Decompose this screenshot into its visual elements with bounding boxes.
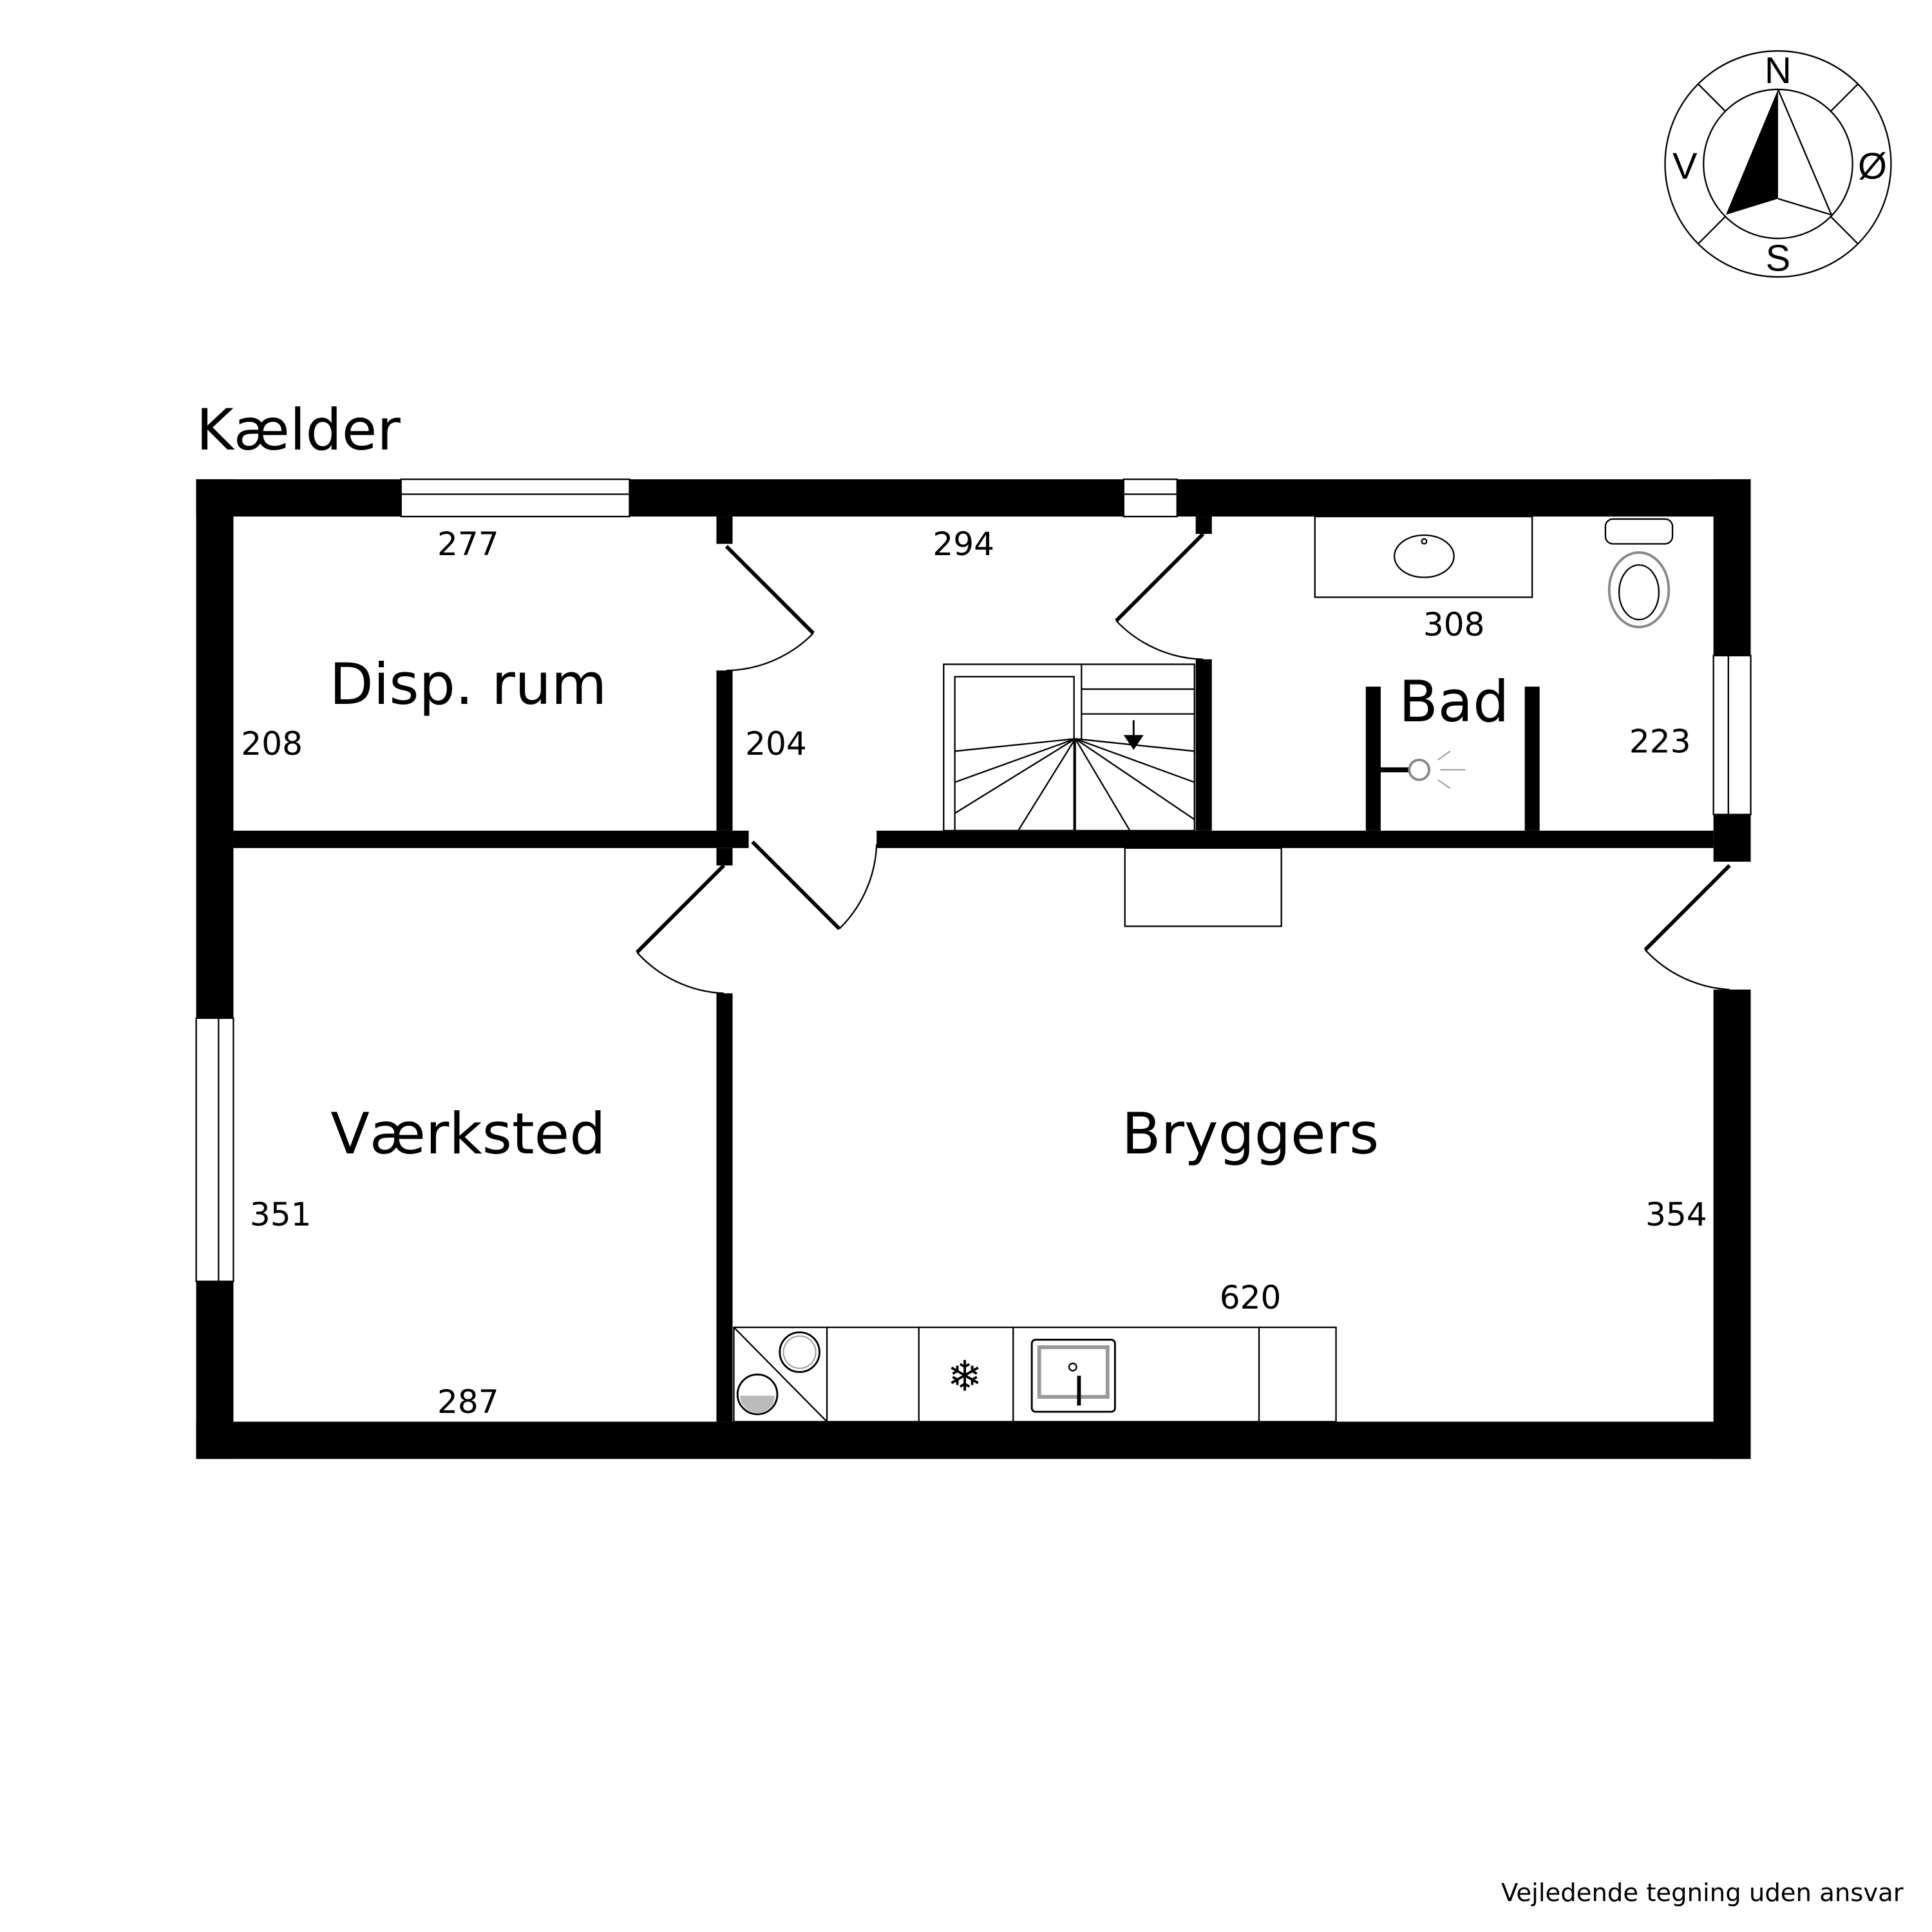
room-label-bryggers: Bryggers [1122,1101,1379,1167]
dimension-label: 308 [1423,605,1485,643]
freezer-icon: ❄ [947,1352,983,1401]
room-label-vaerksted: Værksted [330,1101,605,1167]
stair-arrow-icon [1123,735,1144,750]
shower-icon [1380,750,1466,790]
compass: N S Ø V [1664,50,1892,279]
compass-south: S [1766,238,1791,279]
dimension-label: 208 [241,724,303,762]
kitchen-counter: ❄ [733,1326,1337,1423]
compass-north: N [1765,50,1792,91]
cabinet [1124,847,1282,927]
room-label-bad: Bad [1399,668,1509,735]
toilet-icon [1604,518,1674,629]
dimension-label: 204 [745,724,807,762]
dryer-icon [779,1331,820,1373]
washing-machine-icon [736,1373,779,1416]
sink-icon [1394,534,1455,578]
room-label-disp-rum: Disp. rum [329,651,607,717]
dimension-label: 620 [1220,1278,1282,1316]
dimension-label: 354 [1645,1195,1707,1233]
doors [636,533,1731,994]
staircase [943,663,1195,832]
dimension-label: 294 [933,525,994,563]
vanity [1314,515,1533,598]
floor-title: Kælder [196,397,401,463]
dimension-label: 287 [437,1383,499,1421]
disclaimer: Vejledende tegning uden ansvar [1501,1879,1904,1908]
bathroom-fixtures [1314,515,1674,790]
kitchen-sink-icon [1030,1338,1116,1413]
compass-west: V [1672,146,1698,187]
compass-east: Ø [1858,146,1887,187]
windows [195,478,1752,1282]
compass-needle-icon [1725,89,1778,215]
dimension-label: 277 [437,525,499,563]
dimension-label: 351 [250,1195,312,1233]
dimension-label: 223 [1629,722,1691,760]
walls [196,479,1751,1459]
